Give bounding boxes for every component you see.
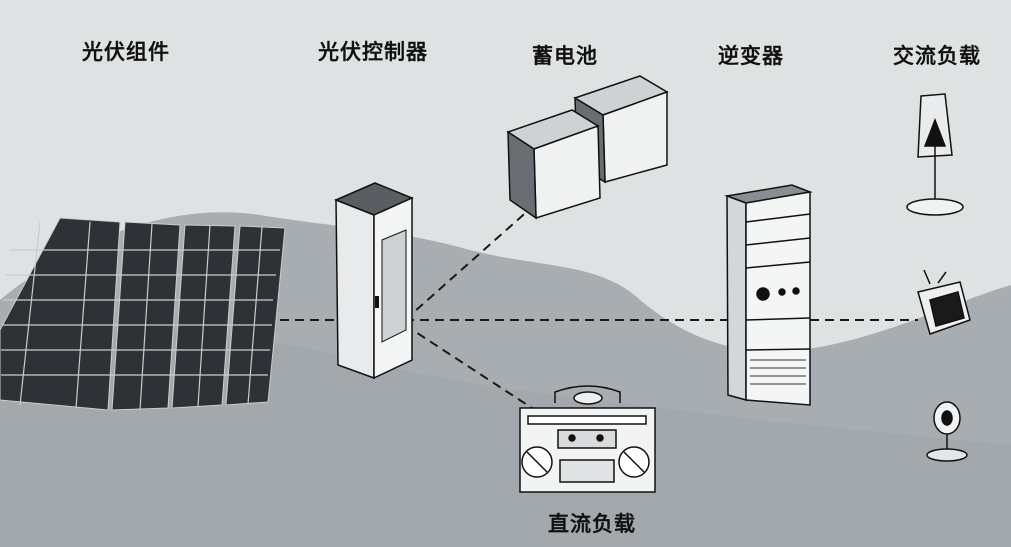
line-controller-to-battery: [404, 199, 541, 321]
inverter-rack-icon: [724, 184, 813, 406]
lamp-icon: [906, 93, 964, 216]
label-ac-load: 交流负载: [893, 44, 981, 68]
label-inverter: 逆变器: [718, 44, 784, 68]
label-battery: 蓄电池: [532, 44, 598, 68]
television-icon: [917, 269, 971, 335]
radio-cassette-player-icon: [519, 385, 656, 493]
label-pv-controller: 光伏控制器: [318, 40, 428, 64]
solar-panel-array-icon: [0, 217, 286, 411]
label-pv-modules: 光伏组件: [82, 40, 170, 64]
fan-icon: [926, 401, 968, 462]
battery-boxes-icon: [506, 75, 669, 220]
line-controller-to-dc-load: [404, 324, 536, 411]
label-dc-load: 直流负载: [548, 512, 636, 536]
controller-cabinet-icon: [334, 182, 414, 380]
